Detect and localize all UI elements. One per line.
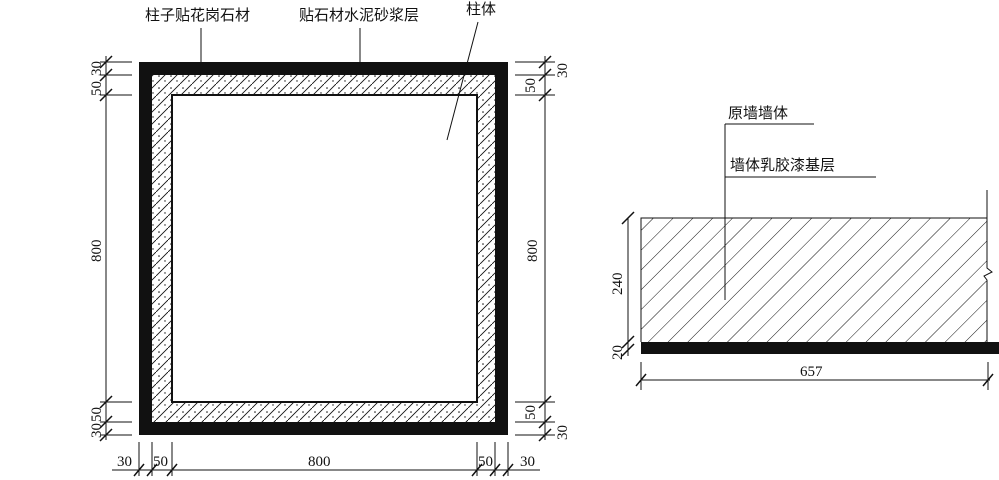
wall-dimensions: 240 20 657: [610, 211, 994, 390]
dim-right-2: 50: [523, 78, 539, 93]
label-original-wall: 原墙墙体: [728, 104, 788, 122]
dim-wall-height: 240: [610, 273, 626, 296]
label-cement-mortar: 贴石材水泥砂浆层: [299, 6, 419, 24]
dim-right-3: 800: [525, 240, 541, 263]
dim-left-4: 50: [89, 407, 105, 422]
dim-bottom-2: 50: [153, 454, 168, 470]
latex-base-layer: [641, 342, 999, 354]
dim-right-1: 30: [555, 63, 571, 78]
bottom-dimensions: 30 50 800 50 30: [112, 442, 540, 477]
dim-right-4: 50: [523, 405, 539, 420]
dim-paint-layer: 20: [610, 345, 626, 360]
wall-body: [641, 218, 987, 342]
dim-right-5: 30: [555, 425, 571, 440]
right-dimensions: 30 50 800 50 30: [515, 55, 571, 442]
dim-wall-width: 657: [800, 364, 823, 380]
left-dimensions: 30 50 800 50 30: [89, 55, 132, 442]
dim-bottom-1: 30: [117, 454, 132, 470]
label-column-body: 柱体: [466, 0, 496, 18]
column-section: 柱子贴花岗石材 贴石材水泥砂浆层 柱体 30 50 800 50 30: [89, 0, 571, 477]
label-latex-base: 墙体乳胶漆基层: [730, 156, 835, 174]
dim-bottom-5: 30: [520, 454, 535, 470]
dim-bottom-4: 50: [478, 454, 493, 470]
wall-section: 原墙墙体 墙体乳胶漆基层 240 20 657: [610, 104, 999, 390]
dim-bottom-3: 800: [308, 454, 331, 470]
label-granite-facing: 柱子贴花岗石材: [145, 6, 250, 24]
dim-left-2: 50: [89, 81, 105, 96]
dim-left-1: 30: [89, 61, 105, 76]
dim-left-3: 800: [89, 240, 105, 263]
dim-left-5: 30: [89, 423, 105, 438]
column-core: [171, 94, 478, 403]
